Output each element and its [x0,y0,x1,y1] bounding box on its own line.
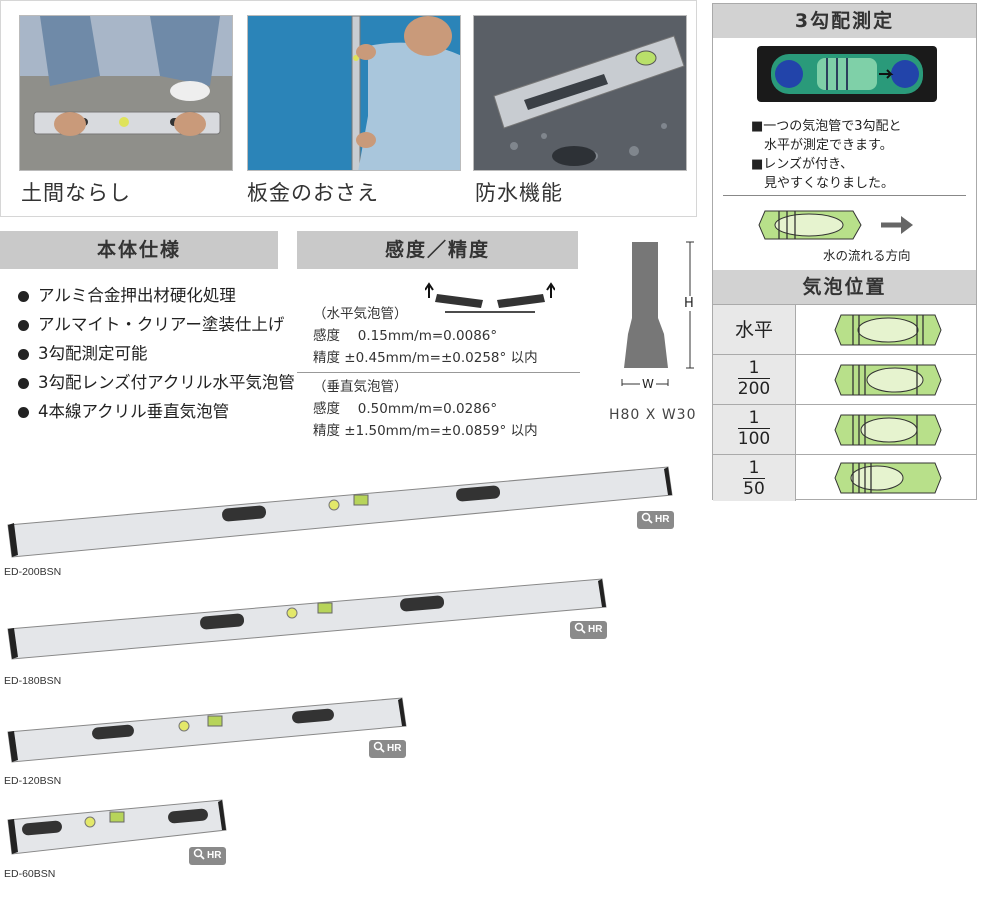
hr-badge-label: HR [387,743,402,754]
bubble-vial-icon [834,364,942,396]
level-image-ed120[interactable] [4,696,408,766]
fraction-numerator: 1 [737,358,771,379]
photo-sheet-metal [247,15,461,171]
level-model-label: ED-200BSN [4,566,62,578]
three-slope-description: ■一つの気泡管で3勾配と 水平が測定できます。 ■レンズが付き、 見やすくなりま… [751,117,976,193]
horizontal-sensitivity: 感度 0.15mm/m=0.0086° [313,328,498,344]
spec-item: アルマイト・クリアー塗装仕上げ [18,310,298,339]
bubble-vial-icon [834,314,942,346]
bubble-row-label: 水平 [713,305,796,355]
description-line: 見やすくなりました。 [751,176,895,191]
hr-zoom-button[interactable]: HR [637,511,675,529]
spec-item: 4本線アクリル垂直気泡管 [18,397,298,426]
fraction-denominator: 50 [743,479,765,499]
three-slope-panel: 3勾配測定 ■一つの気泡管で3勾配と 水平が測定できます。 ■レンズが付き、 見… [712,3,977,501]
bubble-vial-icon [834,462,942,494]
profile-w-label: W [640,377,656,391]
fraction-denominator: 200 [737,379,771,399]
vertical-vial-heading: （垂直気泡管） [313,379,408,395]
level-model-label: ED-180BSN [4,675,62,687]
fraction-numerator: 1 [743,458,765,479]
sensitivity-title: 感度／精度 [297,231,578,269]
vertical-sensitivity: 感度 0.50mm/m=0.0286° [313,401,498,417]
body-spec-list: アルミ合金押出材硬化処理 アルマイト・クリアー塗装仕上げ 3勾配測定可能 3勾配… [18,281,298,426]
profile-dimension: H80 X W30 [609,407,697,423]
hr-badge-label: HR [207,850,222,861]
bubble-row-level: 水平 [713,304,976,355]
bubble-vial-icon [834,414,942,446]
photo-caption-waterproof: 防水機能 [475,181,563,205]
bubble-position-title: 気泡位置 [713,270,976,304]
panel-divider [723,195,966,196]
hr-badge-label: HR [588,624,603,635]
magnifier-icon [373,741,385,753]
photo-caption-sheet-metal: 板金のおさえ [247,181,379,205]
hr-zoom-button[interactable]: HR [570,621,608,639]
photo-waterproof [473,15,687,171]
spec-item: アルミ合金押出材硬化処理 [18,281,298,310]
level-image-ed200[interactable] [4,465,676,561]
slope-vial-image [757,46,937,102]
photo-caption-floor: 土間ならし [21,181,131,205]
flow-bubble-vial [757,207,917,243]
horizontal-vial-heading: （水平気泡管） [313,306,408,322]
hr-zoom-button[interactable]: HR [189,847,227,865]
level-model-label: ED-60BSN [4,868,56,880]
fraction-denominator: 100 [737,429,771,449]
magnifier-icon [641,512,653,524]
profile-diagram [612,238,702,386]
magnifier-icon [193,848,205,860]
body-spec-title: 本体仕様 [0,231,278,269]
three-slope-title: 3勾配測定 [713,4,976,38]
horizontal-accuracy: 精度 ±0.45mm/m=±0.0258° 以内 [313,350,538,366]
description-line: 水平が測定できます。 [751,138,893,153]
description-line: ■レンズが付き、 [751,157,854,172]
spec-item: 3勾配測定可能 [18,339,298,368]
magnifier-icon [574,622,586,634]
fraction-numerator: 1 [737,408,771,429]
spec-divider [297,372,580,373]
hr-zoom-button[interactable]: HR [369,740,407,758]
level-model-label: ED-120BSN [4,775,62,787]
usage-photo-strip: 土間ならし 板金のおさえ 防水機能 [0,0,697,217]
horizontal-vial-spec: （水平気泡管） 感度 0.15mm/m=0.0086° 精度 ±0.45mm/m… [313,303,583,369]
flow-direction-caption: 水の流れる方向 [823,248,911,263]
level-image-ed60[interactable] [4,798,228,858]
level-image-ed180[interactable] [4,577,608,663]
tilt-diagram [424,280,556,314]
vertical-accuracy: 精度 ±1.50mm/m=±0.0859° 以内 [313,423,538,439]
hr-badge-label: HR [655,514,670,525]
photo-floor-leveling [19,15,233,171]
spec-item: 3勾配レンズ付アクリル水平気泡管 [18,368,298,397]
vertical-vial-spec: （垂直気泡管） 感度 0.50mm/m=0.0286° 精度 ±1.50mm/m… [313,376,583,442]
profile-h-label: H [684,296,694,311]
description-line: ■一つの気泡管で3勾配と [751,119,902,134]
